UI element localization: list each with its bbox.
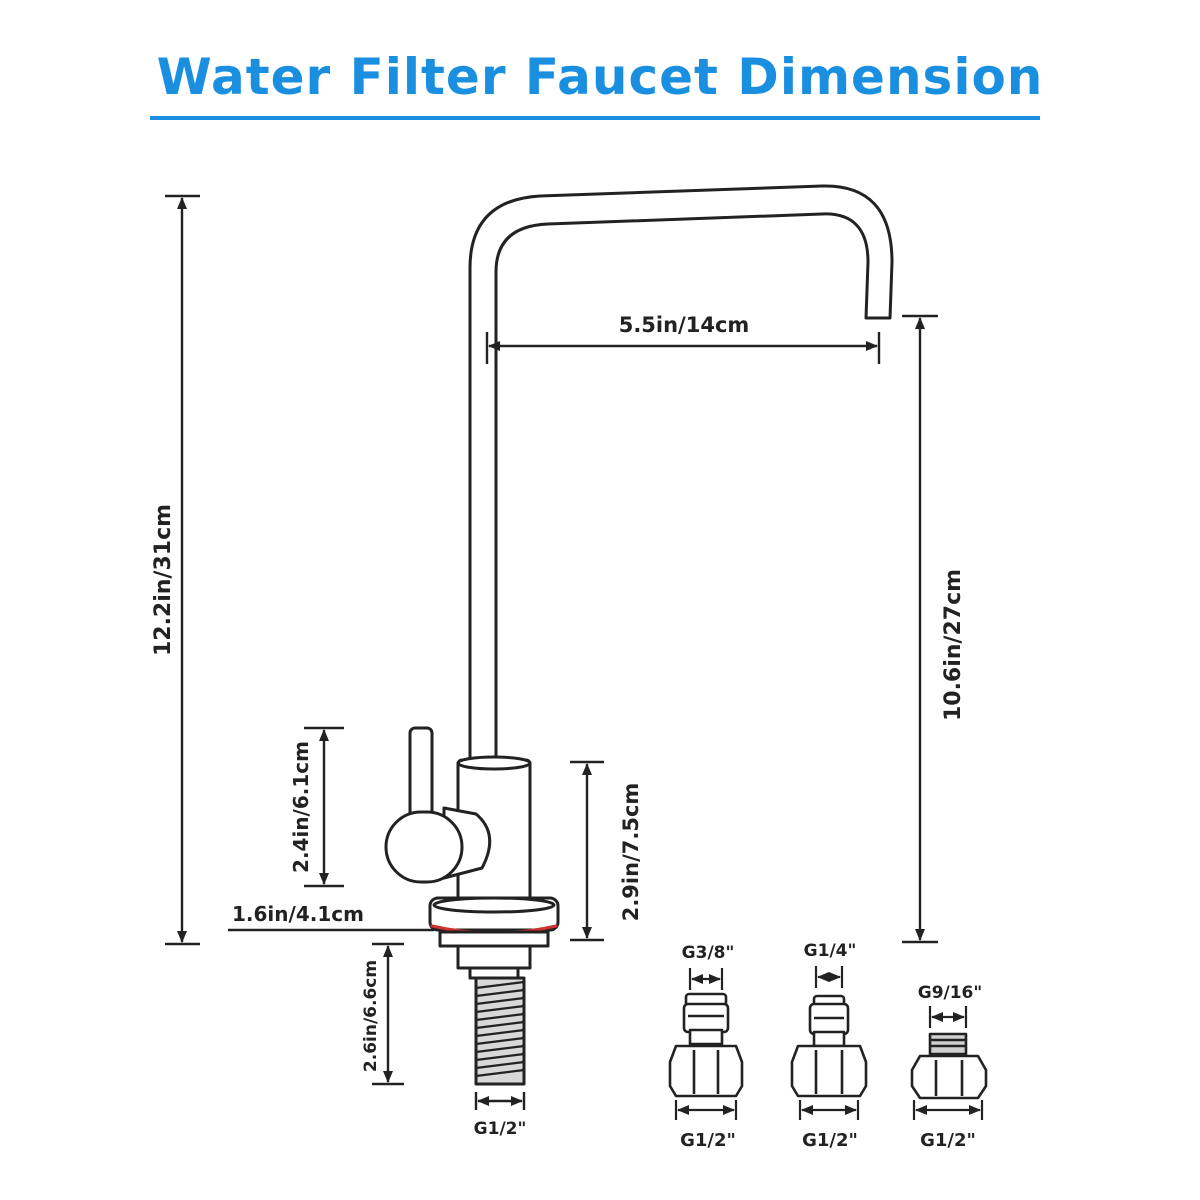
dim-line-shank-thread <box>474 1092 526 1110</box>
label-total-height: 12.2in/31cm <box>151 504 176 656</box>
dim-line-adapter-2-bottom <box>798 1100 860 1120</box>
dim-line-adapter-1-top <box>688 968 724 990</box>
label-shank-length: 2.6in/6.6cm <box>361 960 381 1072</box>
adapter-g1-4 <box>790 994 868 1098</box>
adapter-g3-8 <box>668 992 744 1098</box>
label-adapter-2-top: G1/4" <box>804 941 857 961</box>
adapter-g9-16 <box>910 1032 988 1100</box>
dim-line-spout-height <box>902 314 938 944</box>
label-spout-height: 10.6in/27cm <box>941 569 966 721</box>
label-shank-thread: G1/2" <box>474 1119 527 1139</box>
label-adapter-2-bottom: G1/2" <box>802 1130 858 1151</box>
dim-line-adapter-2-top <box>814 966 844 988</box>
page-title: Water Filter Faucet Dimension <box>156 48 1044 106</box>
label-adapter-1-top: G3/8" <box>682 943 735 963</box>
faucet-handle-knob <box>384 810 464 884</box>
label-adapter-3-bottom: G1/2" <box>920 1130 976 1151</box>
dim-line-shank-length <box>372 942 404 1086</box>
faucet-handle-lever <box>408 726 434 826</box>
title-underline <box>150 116 1040 120</box>
faucet <box>384 184 894 1086</box>
dim-line-adapter-3-bottom <box>912 1100 984 1120</box>
label-handle-height: 2.4in/6.1cm <box>289 741 313 873</box>
label-spout-reach: 5.5in/14cm <box>619 313 750 337</box>
label-base-diameter: 1.6in/4.1cm <box>232 902 364 926</box>
dim-line-adapter-1-bottom <box>674 1100 738 1120</box>
dim-line-body-height <box>570 760 604 942</box>
label-body-height: 2.9in/7.5cm <box>619 783 643 922</box>
dim-line-adapter-3-top <box>928 1006 968 1028</box>
label-adapter-1-bottom: G1/2" <box>680 1130 736 1151</box>
dim-line-spout-reach <box>485 332 881 364</box>
dim-line-handle-height <box>304 726 344 888</box>
faucet-lock-nut <box>438 930 550 948</box>
faucet-spout <box>468 184 894 764</box>
label-adapter-3-top: G9/16" <box>918 983 983 1003</box>
dim-line-total-height <box>165 194 200 946</box>
